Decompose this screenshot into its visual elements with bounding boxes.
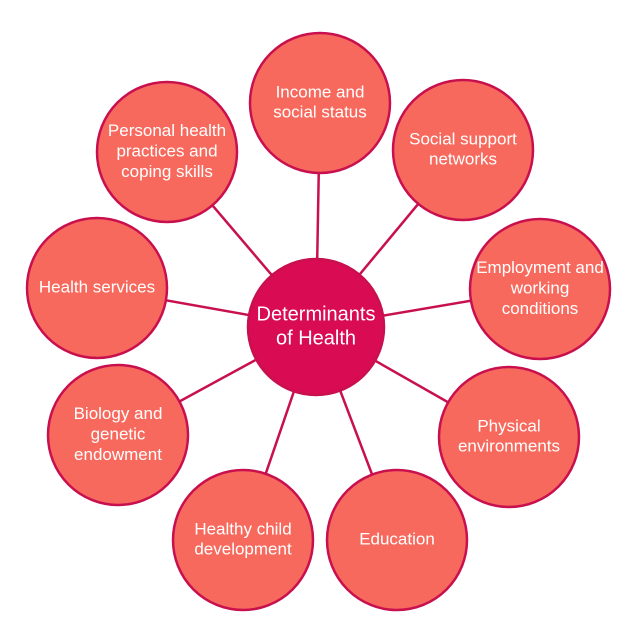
node-income-label-line-1: Income and bbox=[276, 82, 365, 101]
node-child-dev-label-line-1: Healthy child bbox=[194, 519, 291, 538]
node-biology-label-line-3: endowment bbox=[74, 445, 162, 464]
node-biology-circle bbox=[46, 363, 190, 507]
node-employment-label-line-1: Employment and bbox=[476, 258, 604, 277]
node-personal-health-label-line-3: coping skills bbox=[121, 162, 213, 181]
center-label-line-2: of Health bbox=[276, 327, 356, 349]
node-social-support: Social support networks bbox=[391, 78, 535, 222]
node-personal-health-label-line-2: practices and bbox=[116, 141, 217, 160]
node-employment-label-line-2: working bbox=[510, 278, 570, 297]
node-social-support-label-line-2: networks bbox=[429, 150, 497, 169]
center-circle bbox=[246, 257, 386, 397]
node-child-dev: Healthy child development bbox=[171, 468, 315, 612]
node-physical-env: Physical environments bbox=[437, 365, 581, 509]
node-education-circle bbox=[325, 468, 469, 612]
node-health-services: Health services bbox=[25, 216, 169, 360]
node-social-support-label-line-1: Social support bbox=[409, 129, 517, 148]
node-physical-env-label-line-2: environments bbox=[458, 437, 560, 456]
center-label-line-1: Determinants bbox=[257, 303, 376, 325]
node-income: Income and social status bbox=[248, 31, 392, 175]
node-education: Education bbox=[325, 468, 469, 612]
node-personal-health-label-line-1: Personal health bbox=[108, 121, 226, 140]
node-child-dev-label-line-2: development bbox=[194, 540, 292, 559]
node-health-services-label-line-1: Health services bbox=[39, 277, 155, 296]
node-income-circle bbox=[248, 31, 392, 175]
node-physical-env-circle bbox=[437, 365, 581, 509]
node-social-support-circle bbox=[391, 78, 535, 222]
node-income-label-line-2: social status bbox=[273, 103, 367, 122]
node-health-services-circle bbox=[25, 216, 169, 360]
node-employment-label-line-3: conditions bbox=[502, 299, 579, 318]
node-personal-health-circle bbox=[95, 80, 239, 224]
node-biology-label-line-1: Biology and bbox=[74, 404, 163, 423]
node-education-label-line-1: Education bbox=[359, 529, 435, 548]
node-child-dev-circle bbox=[171, 468, 315, 612]
node-physical-env-label-line-1: Physical bbox=[477, 416, 540, 435]
node-biology-label-line-2: genetic bbox=[91, 424, 146, 443]
node-employment-circle bbox=[468, 217, 612, 361]
